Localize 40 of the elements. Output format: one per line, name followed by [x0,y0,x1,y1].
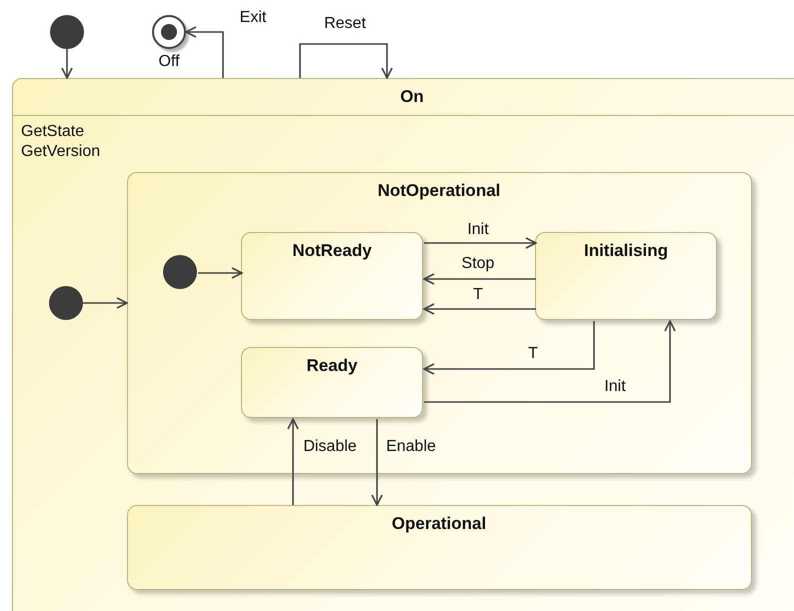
state-box [241,347,423,418]
internal-action: GetVersion [21,142,100,162]
state-box [126,504,752,590]
final-state [152,15,186,49]
transition-arrow [287,418,299,505]
transition-arrow [198,267,243,279]
edge-label: Stop [462,255,494,273]
state-name: NotReady [292,241,372,261]
edge-label: Enable [386,438,436,456]
transition-arrow [424,320,676,403]
initial-state [50,15,84,49]
transition-arrow [83,297,128,309]
edge-label: Exit [240,9,266,27]
transition-arrow [371,419,383,506]
edge-label: Init [604,378,626,396]
transition-arrow [423,273,536,285]
state-label: Off [158,53,180,71]
state-name: Operational [392,514,486,534]
initial-state [48,286,82,320]
edge-label: Reset [324,15,366,33]
edge-label: Init [467,221,489,239]
state-box [535,232,717,320]
state-name: Initialising [584,241,668,261]
edge-label: T [528,345,538,363]
transition-arrow [423,321,595,375]
transition-arrow [423,303,536,315]
state-box [241,232,423,320]
state-box [12,78,794,611]
transition-arrow [61,49,73,79]
state-name: Ready [306,356,358,376]
transition-arrow [424,237,537,249]
state-box [126,172,752,474]
edge-label: Disable [303,438,357,456]
transition-arrow [299,43,393,79]
edge-label: T [473,286,483,304]
state-name: On [400,86,424,108]
internal-action: GetState [21,122,84,142]
state-name: NotOperational [378,180,500,200]
transition-arrow [185,26,224,78]
initial-state [163,255,197,289]
